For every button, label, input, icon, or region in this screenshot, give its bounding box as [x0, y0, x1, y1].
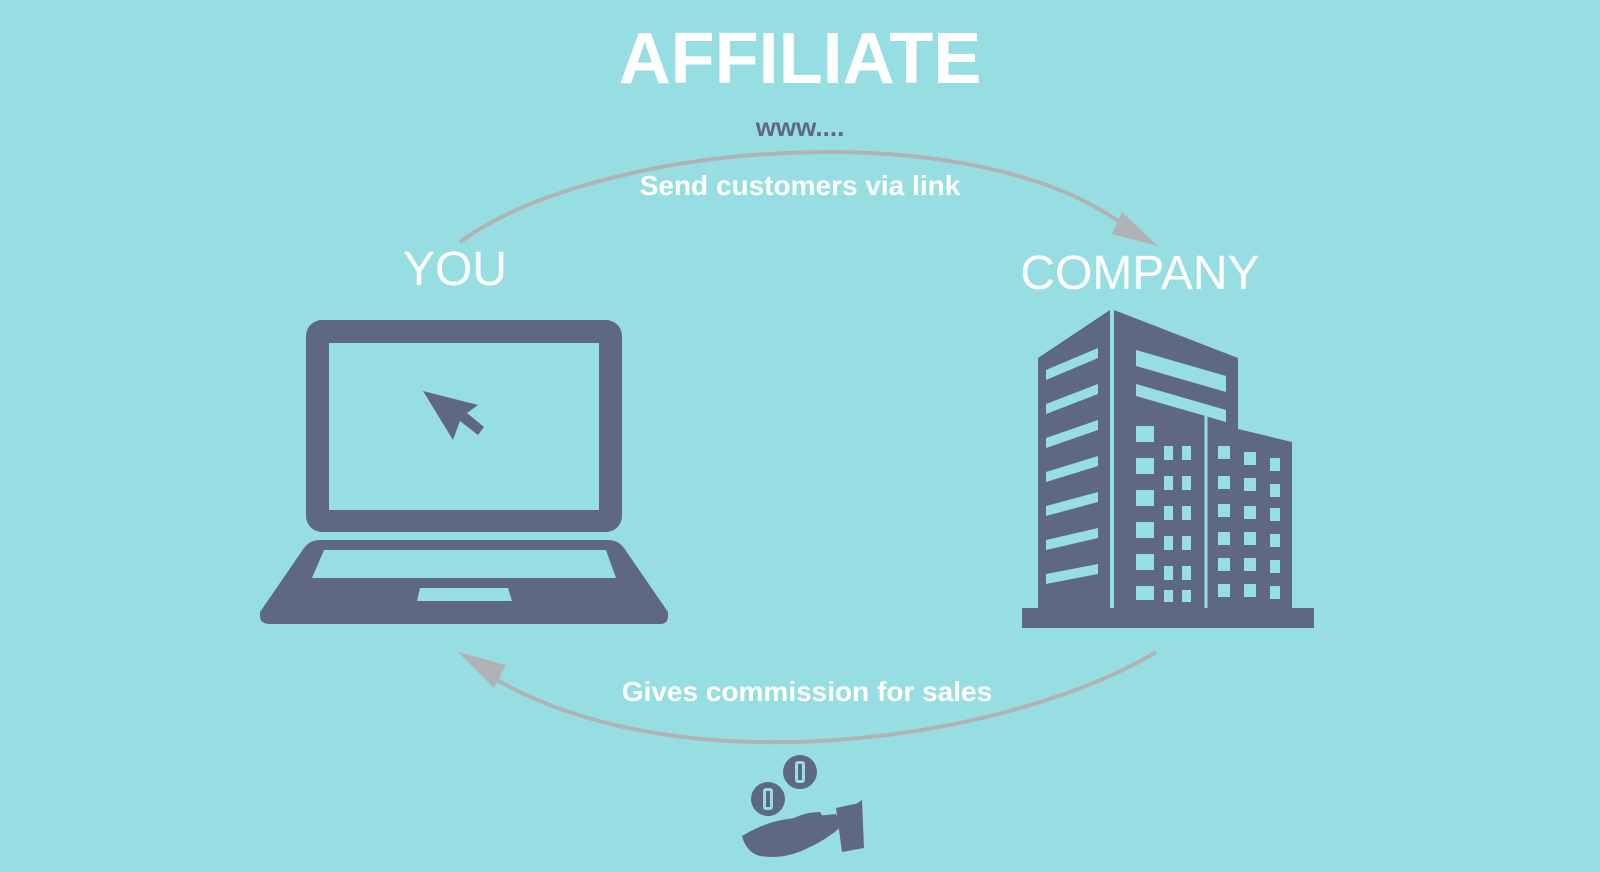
building-icon [1022, 310, 1314, 628]
commission-arrow [458, 650, 1158, 745]
laptop-icon [260, 320, 668, 624]
you-label: YOU [402, 243, 507, 296]
hand-coins-icon [742, 755, 864, 857]
commission-arrow-label: Gives commission for sales [621, 676, 993, 707]
send-arrow [458, 150, 1158, 246]
send-arrow-label: Send customers via link [639, 170, 961, 201]
url-text: www.... [755, 112, 845, 142]
cursor-icon [423, 391, 484, 440]
diagram-title: AFFILIATE [618, 19, 982, 99]
company-label: COMPANY [1020, 247, 1260, 300]
